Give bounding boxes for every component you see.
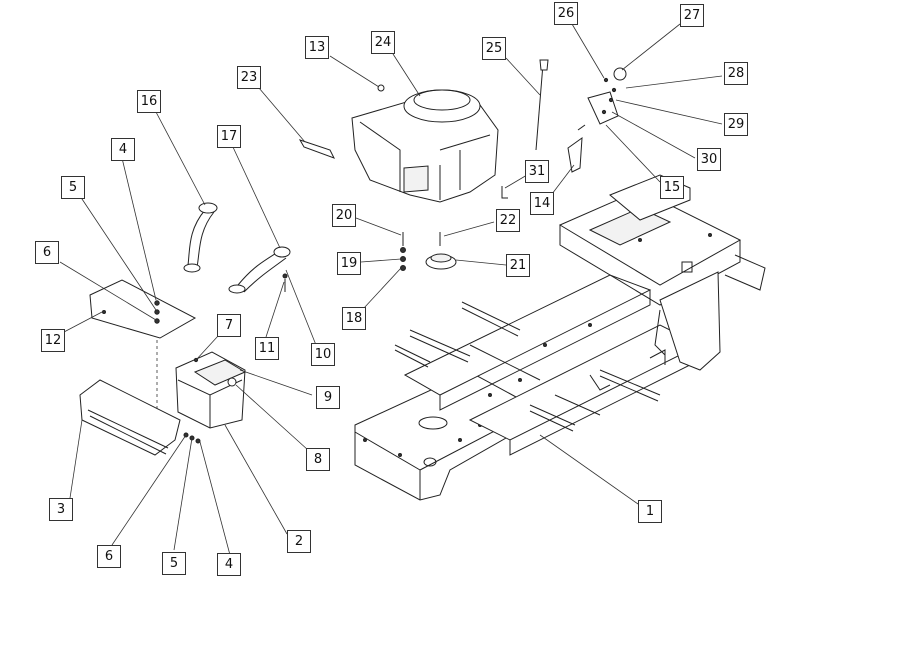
callout-27: 27	[680, 4, 704, 27]
part-23	[298, 139, 336, 159]
callout-22: 22	[496, 209, 520, 232]
callout-2: 2	[287, 530, 311, 553]
callout-24: 24	[371, 31, 395, 54]
callout-23: 23	[237, 66, 261, 89]
callout-30: 30	[697, 148, 721, 171]
callout-18: 18	[342, 307, 366, 330]
callout-6: 6	[35, 241, 59, 264]
callout-28: 28	[724, 62, 748, 85]
callout-16: 16	[137, 90, 161, 113]
callout-1: 1	[638, 500, 662, 523]
callout-21: 21	[506, 254, 530, 277]
callout-11: 11	[255, 337, 279, 360]
callout-15: 15	[660, 176, 684, 199]
callout-3: 3	[49, 498, 73, 521]
callout-17: 17	[217, 125, 241, 148]
callout-19: 19	[337, 252, 361, 275]
callout-5: 5	[61, 176, 85, 199]
callout-7: 7	[217, 314, 241, 337]
callout-29: 29	[724, 113, 748, 136]
callout-10: 10	[311, 343, 335, 366]
frame-part	[354, 174, 766, 501]
leader-lines	[59, 23, 723, 556]
callout-20: 20	[332, 204, 356, 227]
callout-26: 26	[554, 2, 578, 25]
callout-5: 5	[162, 552, 186, 575]
callout-12: 12	[41, 329, 65, 352]
callout-4: 4	[111, 138, 135, 161]
callout-4: 4	[217, 553, 241, 576]
callout-9: 9	[316, 386, 340, 409]
callout-6: 6	[97, 545, 121, 568]
callout-14: 14	[530, 192, 554, 215]
callout-8: 8	[306, 448, 330, 471]
callout-25: 25	[482, 37, 506, 60]
callout-13: 13	[305, 36, 329, 59]
callout-31: 31	[525, 160, 549, 183]
engine-part	[351, 89, 499, 203]
